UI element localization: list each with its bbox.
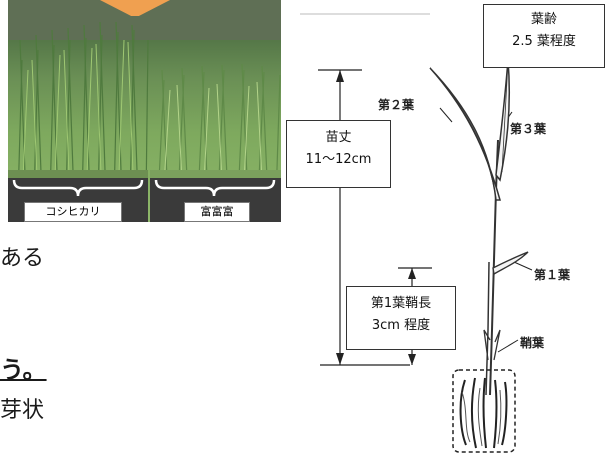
seedling-photo: コシヒカリ 富富富 [8,0,281,222]
sheath-length-value: 3cm 程度 [371,318,431,333]
leaf-2-label: 第２葉 [378,98,415,112]
underlined-text: う。 [0,355,47,384]
text-fragment-meijou: 芽状 [0,398,45,423]
seedling-height-title: 苗丈 [325,130,352,145]
fufufu-label: 富富富 [184,202,250,222]
orange-down-arrow-icon [100,0,170,16]
leaf-age-value: 2.5 葉程度 [512,34,576,49]
leaf-age-title: 葉齢 [530,12,557,27]
coleoptile-label: 鞘葉 [520,336,545,350]
leaf-3-label: 第３葉 [510,122,547,136]
leaf-age-box: 葉齢 2.5 葉程度 [483,4,605,68]
seedling-height-value: 11〜12cm [305,152,372,167]
leaf-1-label: 第１葉 [534,268,571,282]
seedling-grass-drawing [8,21,281,222]
seedling-height-box: 苗丈 11〜12cm [286,120,391,188]
text-fragment-u: う。 [0,350,47,385]
sheath-length-title: 第1葉鞘長 [370,296,432,311]
sheath-length-box: 第1葉鞘長 3cm 程度 [346,286,456,350]
seedling-diagram [300,13,533,453]
koshihikari-label: コシヒカリ [24,202,122,222]
text-fragment-aru: ある [0,246,45,271]
